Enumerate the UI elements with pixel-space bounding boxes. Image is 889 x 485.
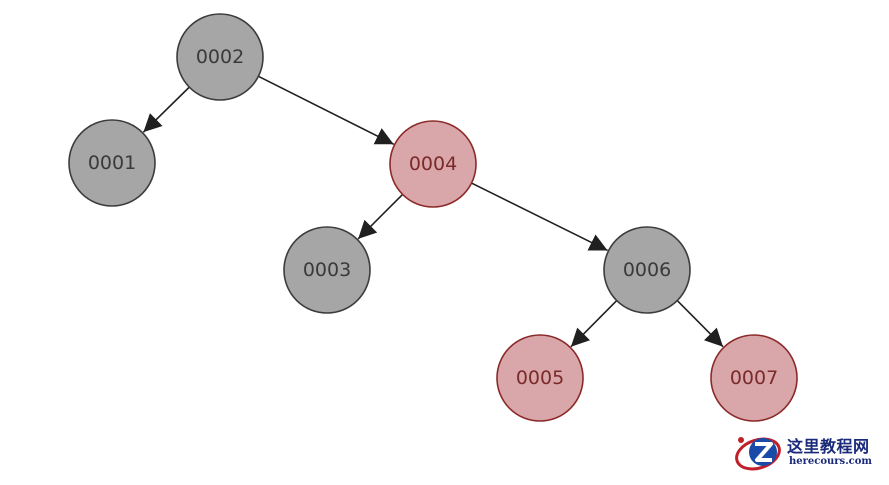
tree-node-0004: 0004 <box>389 120 477 208</box>
edge-n6-to-n5 <box>570 299 618 348</box>
edge-n6-to-n7 <box>676 299 724 348</box>
node-label: 0005 <box>516 367 564 389</box>
node-circle <box>603 226 691 314</box>
watermark-title: 这里教程网 <box>787 437 870 456</box>
tree-node-0003: 0003 <box>283 226 371 314</box>
edge-n4-to-n3 <box>357 193 404 240</box>
node-circle <box>710 334 798 422</box>
tree-node-0005: 0005 <box>496 334 584 422</box>
z-logo-icon <box>735 437 781 471</box>
node-circle <box>283 226 371 314</box>
node-label: 0004 <box>409 153 457 175</box>
node-circle <box>389 120 477 208</box>
node-circle <box>496 334 584 422</box>
watermark: 这里教程网 herecours.com <box>733 431 883 475</box>
node-label: 0003 <box>303 259 351 281</box>
tree-node-0001: 0001 <box>68 119 156 207</box>
node-label: 0002 <box>196 46 244 68</box>
edge-n2-to-n4 <box>258 75 395 145</box>
node-circle <box>176 13 264 101</box>
tree-node-0006: 0006 <box>603 226 691 314</box>
edge-n4-to-n6 <box>471 182 608 252</box>
watermark-domain: herecours.com <box>789 456 873 467</box>
node-label: 0001 <box>88 152 136 174</box>
tree-node-0002: 0002 <box>176 13 264 101</box>
node-label: 0006 <box>623 259 671 281</box>
node-circle <box>68 119 156 207</box>
edges-layer <box>142 75 724 348</box>
tree-node-0007: 0007 <box>710 334 798 422</box>
edge-n2-to-n1 <box>142 86 190 133</box>
nodes-layer: 0002 0001 0004 0003 0006 0005 0007 <box>68 13 798 422</box>
node-label: 0007 <box>730 367 778 389</box>
